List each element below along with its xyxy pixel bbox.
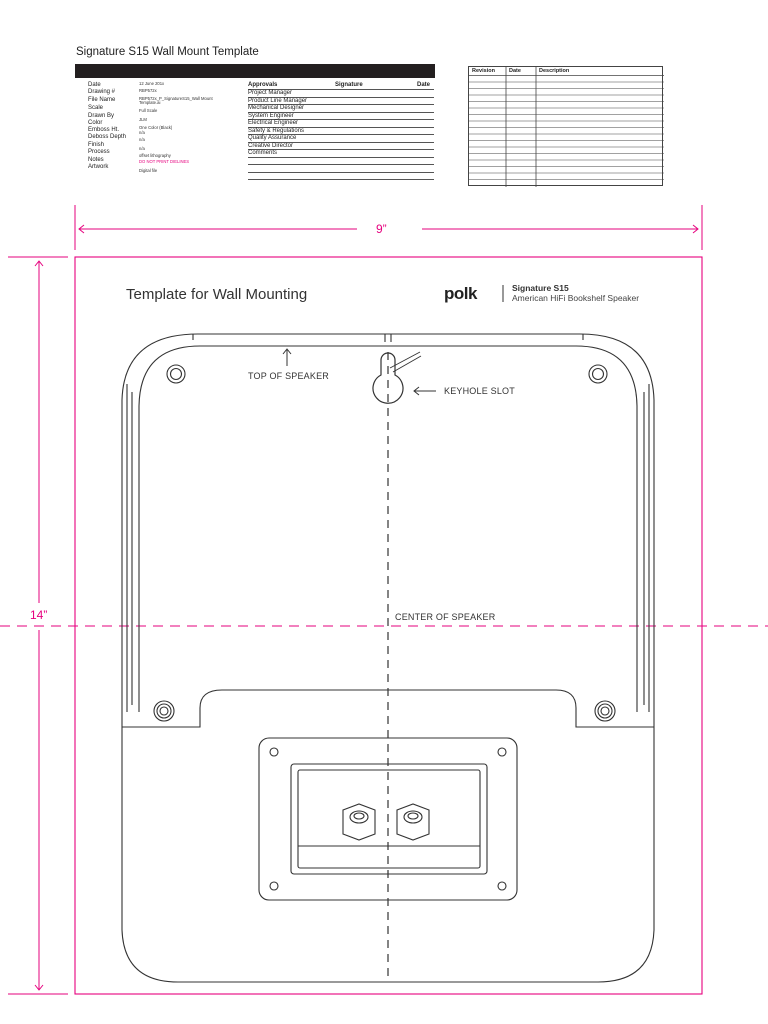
divider	[248, 179, 434, 180]
approvals-header: Approvals	[248, 82, 278, 88]
model-name: Signature S15	[512, 283, 569, 293]
title-block: Date 12 June 201x Drawing # RBP572x File…	[88, 81, 238, 182]
field-label-drawn-by: Drawn By	[88, 113, 115, 119]
field-value-notes: DO NOT PRINT DIELINES	[139, 159, 190, 164]
divider	[248, 171, 434, 173]
divider	[248, 104, 434, 105]
field-value-color: One Color (Black)	[139, 125, 173, 130]
approvals-block: Approvals Signature Date Project Manager…	[248, 82, 434, 182]
top-of-speaker-label: TOP OF SPEAKER	[248, 371, 329, 381]
top-arrow	[282, 348, 292, 366]
field-label-file-name: File Name	[88, 97, 116, 103]
field-label-drawing: Drawing #	[88, 89, 116, 95]
approval-mechanical-designer: Mechanical Designer	[248, 105, 305, 111]
model-description: American HiFi Bookshelf Speaker	[512, 293, 640, 303]
field-label-artwork: Artwork	[88, 164, 109, 170]
field-value-date: 12 June 201x	[139, 81, 165, 86]
divider	[248, 111, 434, 113]
approval-system-engineer: System Engineer	[248, 112, 294, 119]
revision-header: Revision	[472, 68, 495, 74]
keyhole-slot	[372, 351, 422, 404]
divider	[248, 141, 434, 143]
template-title: Template for Wall Mounting	[126, 286, 308, 303]
field-value-finish: n/a	[139, 146, 145, 151]
document-title: Signature S15 Wall Mount Template	[76, 46, 259, 58]
keyhole-slot-label: KEYHOLE SLOT	[444, 386, 515, 396]
approval-comments: Comments	[248, 150, 278, 156]
brand-logo: polk	[444, 284, 477, 304]
mounting-screws	[153, 364, 616, 722]
field-value-artwork: Digital file	[139, 168, 158, 173]
keyhole-pointer	[413, 386, 436, 396]
divider	[248, 119, 434, 120]
field-label-color: Color	[88, 120, 103, 126]
divider	[248, 156, 434, 158]
field-label-finish: Finish	[88, 142, 105, 148]
field-value-drawn-by: JLM	[139, 117, 147, 122]
divider	[248, 96, 434, 98]
approval-product-line-manager: Product Line Manager	[248, 97, 308, 104]
center-of-speaker-label: CENTER OF SPEAKER	[395, 612, 496, 622]
approval-creative-director: Creative Director	[248, 142, 294, 149]
revision-grid	[469, 67, 664, 187]
title-bar	[75, 64, 435, 78]
field-value-emboss: n/a	[139, 130, 145, 135]
field-label-deboss: Deboss Depth	[88, 134, 127, 140]
divider	[248, 126, 434, 128]
field-label-process: Process	[88, 149, 110, 155]
field-value-deboss: n/a	[139, 137, 145, 142]
binding-posts	[342, 803, 430, 841]
divider	[248, 89, 434, 90]
revision-date-header: Date	[509, 68, 521, 74]
date-header: Date	[417, 82, 431, 88]
height-dimension	[8, 256, 68, 995]
width-dimension	[74, 205, 703, 250]
polk-logo: polk	[444, 284, 477, 303]
divider	[248, 164, 434, 165]
signature-header: Signature	[335, 82, 363, 88]
approval-electrical-engineer: Electrical Engineer	[248, 120, 299, 126]
terminal-plate	[258, 737, 518, 901]
field-value-drawing: RBP572x	[139, 88, 157, 93]
field-value-process: offset lithography	[139, 153, 171, 158]
approval-quality-assurance: Quality Assurance	[248, 135, 297, 141]
field-value-file-name: RBP572x_P_SignatureS15_Wall Mount Templa…	[139, 96, 213, 106]
divider	[248, 134, 434, 135]
speaker-outline	[121, 333, 655, 983]
approval-safety-regulations: Safety & Regulations	[248, 127, 305, 134]
width-label: 9”	[376, 222, 387, 236]
height-label: 14”	[30, 608, 48, 622]
field-label-date: Date	[88, 82, 101, 88]
field-value-scale: Full Scale	[139, 108, 158, 113]
revision-description-header: Description	[539, 68, 570, 74]
field-label-notes: Notes	[88, 157, 104, 163]
field-label-scale: Scale	[88, 105, 104, 111]
divider	[248, 149, 434, 150]
field-label-emboss: Emboss Ht.	[88, 127, 120, 133]
revision-table: Revision Date Description	[468, 66, 664, 187]
approval-project-manager: Project Manager	[248, 90, 293, 96]
